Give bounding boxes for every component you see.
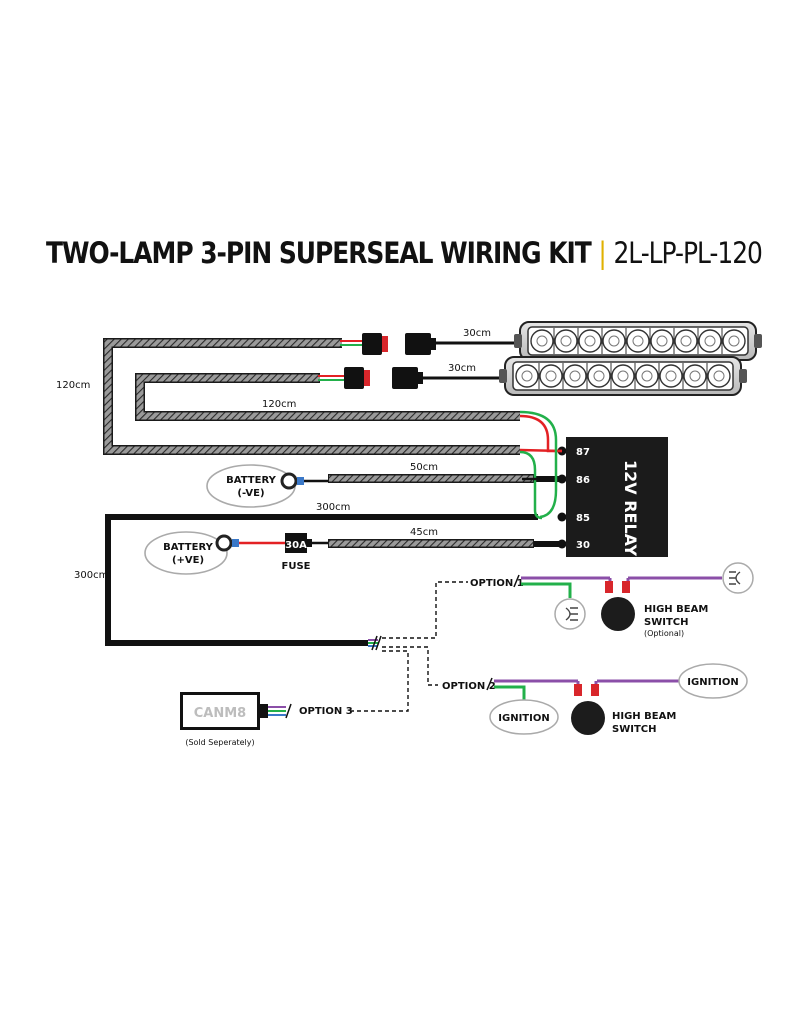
battery-negative-bubble: [206, 464, 296, 508]
length-battery-negative: 50cm: [410, 462, 438, 473]
switch1-label-2: SWITCH: [644, 617, 688, 628]
option2-group: OPTION 2 IGNITION IGNITION HIGH BEAM SWI…: [442, 663, 748, 735]
cable-split: [368, 635, 382, 651]
length-outer-loom: 120cm: [56, 380, 90, 391]
battery-positive-label-1: BATTERY: [163, 542, 213, 553]
high-beam-indicator-icon: [722, 562, 754, 594]
length-labels: 30cm 30cm 120cm 120cm 50cm 300cm 45cm 30…: [56, 328, 491, 581]
title-code: 2L-LP-PL-120: [613, 236, 762, 270]
battery-negative-loom: [328, 474, 534, 483]
high-beam-switch-1-icon: [601, 597, 635, 631]
relay-pin-85: 85: [576, 513, 590, 524]
switch2-label-2: SWITCH: [612, 724, 656, 735]
canm8-label: CANM8: [194, 706, 246, 721]
battery-positive-group: 30A FUSE BATTERY (+VE): [144, 531, 328, 575]
relay: 87 86 85 30 12V RELAY: [566, 437, 668, 557]
relay-pin-30: 30: [576, 540, 590, 551]
ignition-left-bubble: [489, 699, 559, 735]
option3-group: CANM8 OPTION 3 (Sold Seperately): [180, 692, 353, 747]
option-dashed-lines: [349, 581, 468, 712]
relay-loom-wires: [519, 410, 563, 520]
high-beam-switch-2-icon: [571, 701, 605, 735]
length-inner-loom: 120cm: [262, 399, 296, 410]
fuse-holder-icon: [285, 533, 307, 553]
fuse-label: FUSE: [282, 561, 311, 572]
title-main: TWO-LAMP 3-PIN SUPERSEAL WIRING KIT: [46, 236, 592, 270]
fuse-rating: 30A: [285, 540, 307, 551]
length-relay-85: 300cm: [316, 502, 350, 513]
lower-lamp-connector: [318, 367, 505, 389]
page-title: TWO-LAMP 3-PIN SUPERSEAL WIRING KIT | 2L…: [46, 236, 763, 270]
option1-group: OPTION 1 HIGH BEAM SWITCH (Optional): [470, 562, 754, 638]
option2-label: OPTION 2: [442, 681, 496, 692]
battery-positive-loom: [328, 539, 534, 548]
lower-light-bar-icon: [499, 356, 747, 396]
option3-label: OPTION 3: [299, 706, 353, 717]
battery-negative-label-1: BATTERY: [226, 475, 276, 486]
inner-loom: [135, 373, 520, 421]
option1-label: OPTION 1: [470, 578, 524, 589]
length-battery-positive: 45cm: [410, 527, 438, 538]
relay-body: [566, 437, 668, 557]
battery-positive-bubble: [144, 531, 228, 575]
canm8-note: (Sold Seperately): [185, 738, 254, 747]
relay-terminals: [557, 446, 567, 549]
ring-terminal-positive-icon: [215, 534, 233, 552]
length-upper-lamp: 30cm: [463, 328, 491, 339]
title-separator: |: [598, 236, 606, 270]
length-switch-loom: 300cm: [74, 570, 108, 581]
ignition-right-bubble: [678, 663, 748, 699]
relay-pin-87: 87: [576, 447, 590, 458]
battery-negative-label-2: (-VE): [237, 488, 264, 499]
relay-pin-86: 86: [576, 475, 590, 486]
relay-label: 12V RELAY: [621, 460, 640, 557]
battery-negative-group: BATTERY (-VE): [206, 464, 328, 508]
switch1-label-1: HIGH BEAM: [644, 604, 708, 615]
upper-lamp-connector: [340, 333, 520, 355]
switch2-label-1: HIGH BEAM: [612, 711, 676, 722]
ring-terminal-negative-icon: [280, 472, 298, 490]
ignition-right-label: IGNITION: [687, 677, 738, 688]
relay-85-cable: [105, 514, 538, 646]
battery-positive-label-2: (+VE): [172, 555, 204, 566]
upper-light-bar-icon: [514, 321, 762, 361]
ignition-left-label: IGNITION: [498, 713, 549, 724]
length-lower-lamp: 30cm: [448, 363, 476, 374]
outer-loom: [103, 338, 520, 455]
switch1-note: (Optional): [644, 629, 684, 638]
